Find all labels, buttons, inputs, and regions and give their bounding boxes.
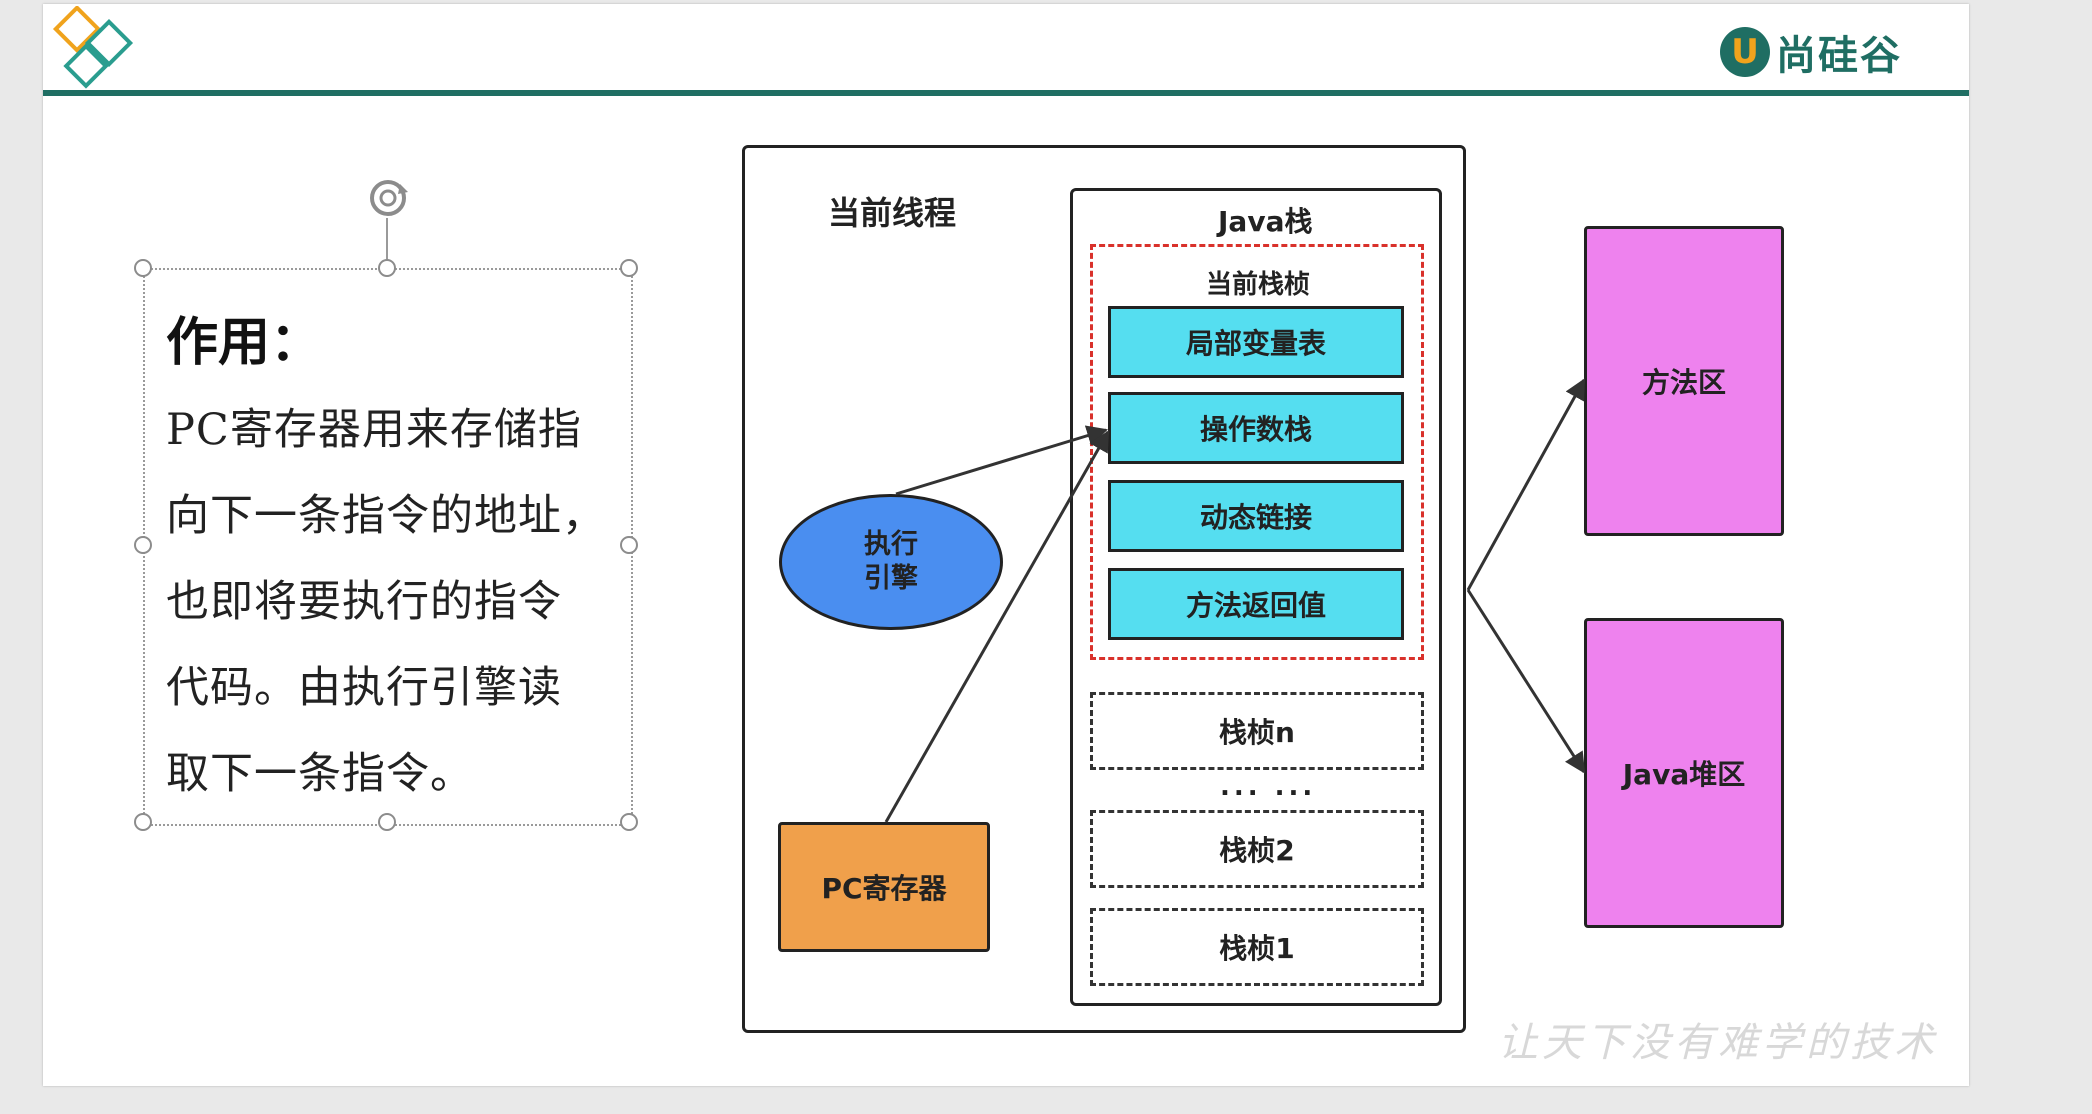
operand-stack: 操作数栈	[1108, 392, 1404, 464]
stack-frame-2: 栈桢2	[1090, 810, 1424, 888]
rotate-handle-icon[interactable]	[360, 170, 416, 226]
execution-engine-line: 引擎	[864, 563, 918, 594]
resize-handle-bottom[interactable]	[378, 813, 396, 831]
text-box-line: PC寄存器用来存储指	[166, 405, 582, 455]
text-box-line: 也即将要执行的指令	[166, 577, 562, 627]
method-area: 方法区	[1584, 226, 1784, 536]
current-thread-label: 当前线程	[828, 194, 957, 232]
text-box-line: 向下一条指令的地址，	[166, 491, 606, 541]
rotate-handle-stem	[386, 218, 388, 268]
text-box-title: 作用：	[166, 313, 323, 373]
dynamic-linking: 动态链接	[1108, 480, 1404, 552]
local-variable-table: 局部变量表	[1108, 306, 1404, 378]
resize-handle-bottom-left[interactable]	[134, 813, 152, 831]
execution-engine-line: 执行	[864, 529, 918, 560]
watermark-slogan: 让天下没有难学的技术	[1498, 1020, 1938, 1066]
resize-handle-left[interactable]	[134, 536, 152, 554]
resize-handle-top-right[interactable]	[620, 259, 638, 277]
stack-frame-n: 栈桢n	[1090, 692, 1424, 770]
brand-name: 尚硅谷	[1776, 33, 1902, 79]
current-frame-label: 当前栈桢	[1206, 270, 1311, 300]
java-heap: Java堆区	[1584, 618, 1784, 928]
return-address: 方法返回值	[1108, 568, 1404, 640]
brand-logo: U 尚硅谷	[1720, 22, 1902, 82]
text-box-line: 代码。由执行引擎读	[166, 663, 562, 713]
resize-handle-top[interactable]	[378, 259, 396, 277]
java-stack-label: Java栈	[1218, 205, 1313, 238]
resize-handle-bottom-right[interactable]	[620, 813, 638, 831]
brand-u-icon: U	[1720, 27, 1770, 77]
diamond-logo-icon	[52, 6, 134, 89]
header-rule	[43, 90, 1969, 96]
resize-handle-right[interactable]	[620, 536, 638, 554]
pc-register: PC寄存器	[778, 822, 990, 952]
text-box-line: 取下一条指令。	[166, 749, 474, 799]
resize-handle-top-left[interactable]	[134, 259, 152, 277]
frames-ellipsis: ... ...	[1220, 772, 1317, 802]
stack-frame-1: 栈桢1	[1090, 908, 1424, 986]
execution-engine: 执行 引擎	[779, 494, 1003, 630]
